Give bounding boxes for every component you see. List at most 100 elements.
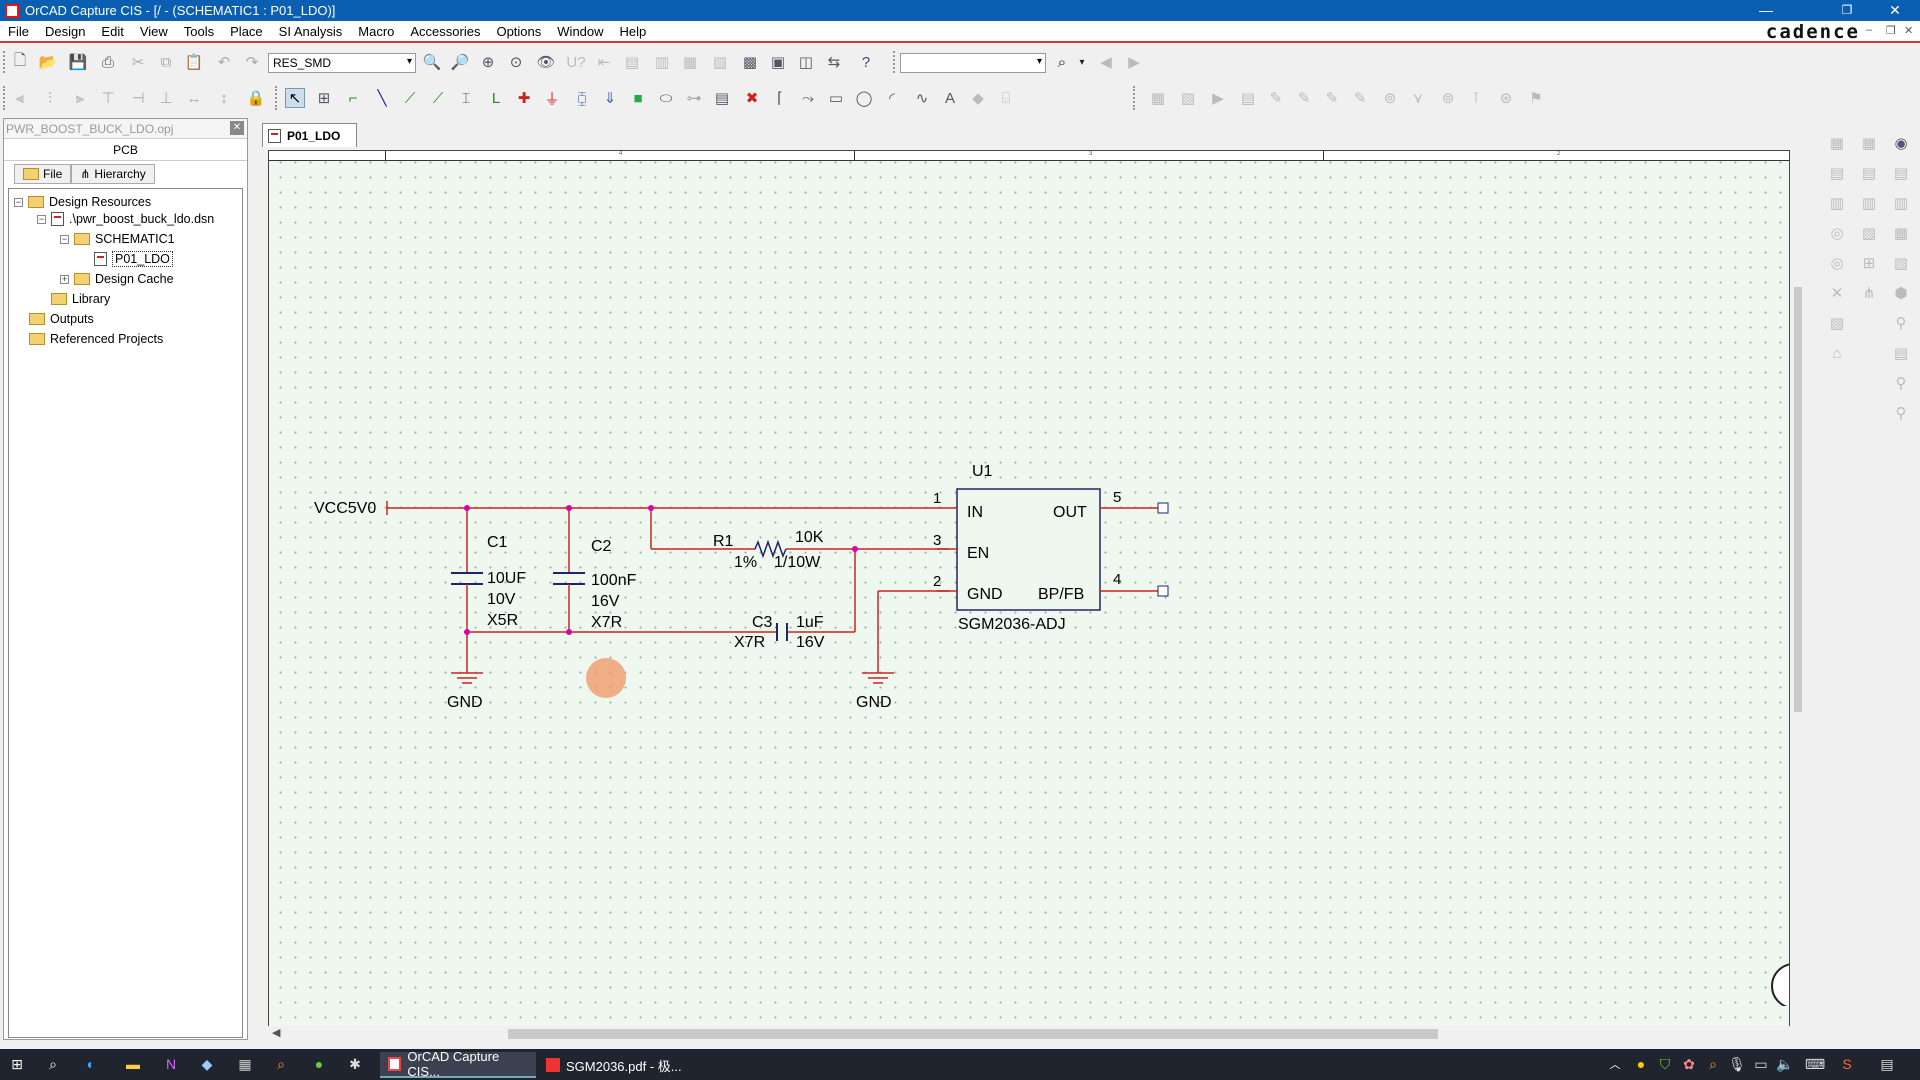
palette-tool-icon[interactable]: ⋔	[1862, 285, 1876, 302]
c3-voltage[interactable]: 16V	[796, 634, 825, 651]
gnd1-label[interactable]: GND	[447, 694, 483, 711]
place-picture-icon[interactable]: ◆	[972, 90, 984, 107]
netlist-icon[interactable]: ▥	[654, 54, 670, 71]
place-rectangle-icon[interactable]: ▭	[828, 90, 844, 107]
pspice-edit-profile-icon[interactable]: ▧	[1180, 90, 1196, 107]
palette-tool-icon[interactable]: ◎	[1830, 255, 1844, 272]
place-bus-entry-icon[interactable]: ⌶	[461, 89, 471, 107]
tree-item-dsn[interactable]: − .\pwr_boost_buck_ldo.dsn	[37, 210, 214, 228]
tree-item-outputs[interactable]: Outputs	[29, 310, 94, 328]
print-icon[interactable]: ⎙	[101, 53, 114, 71]
calculator-icon[interactable]: ▦	[238, 1055, 252, 1072]
tree-item-p01-ldo[interactable]: P01_LDO	[94, 250, 173, 268]
close-button[interactable]: ✕	[1889, 2, 1901, 18]
bias-voltage-icon[interactable]: ⊚	[1383, 90, 1397, 107]
c1-ref[interactable]: C1	[487, 534, 508, 551]
mdi-restore-icon[interactable]: ❐	[1886, 25, 1896, 37]
place-text-box-icon[interactable]: A	[944, 89, 955, 107]
gnd2-label[interactable]: GND	[856, 694, 892, 711]
mdi-minimize-icon[interactable]: –	[1866, 24, 1873, 36]
scroll-left-icon[interactable]: ◀	[272, 1027, 281, 1039]
chevron-down-icon[interactable]: ▾	[1079, 56, 1085, 68]
tree-item-referenced-projects[interactable]: Referenced Projects	[29, 330, 163, 348]
bias-current-icon[interactable]: ⊚	[1441, 90, 1455, 107]
u1-ref[interactable]: U1	[972, 463, 993, 480]
snap-grid-icon[interactable]: ▩	[742, 54, 758, 71]
palette-tool-icon[interactable]: ◎	[1830, 225, 1844, 242]
tray-search-icon[interactable]: ⌕	[1709, 1055, 1717, 1072]
taskbar-app-pdf[interactable]: SGM2036.pdf - 极...	[538, 1052, 694, 1078]
palette-tool-icon[interactable]: ▤	[1893, 345, 1909, 362]
pspice-results-icon[interactable]: ▤	[1240, 90, 1256, 107]
palette-tool-icon[interactable]: ⚲	[1895, 405, 1907, 422]
r1-power[interactable]: 1/10W	[774, 554, 821, 571]
open-icon[interactable]: 📂	[38, 54, 58, 71]
c2-value[interactable]: 100nF	[591, 572, 637, 589]
u1-body[interactable]	[956, 488, 1101, 611]
palette-tool-icon[interactable]: ▦	[1861, 135, 1877, 152]
tab-pcb[interactable]: PCB	[4, 139, 247, 161]
align-left-icon[interactable]: ⫷	[15, 89, 25, 107]
menu-edit[interactable]: Edit	[101, 23, 124, 39]
horizontal-scroll-thumb[interactable]	[508, 1029, 1438, 1039]
search-icon[interactable]: ⌕	[49, 1055, 57, 1072]
place-polyline-icon[interactable]: ⤳	[801, 89, 814, 107]
tab-file[interactable]: File	[14, 164, 72, 184]
align-bottom-icon[interactable]: ⊥	[159, 90, 173, 107]
onenote-icon[interactable]: N	[165, 1056, 177, 1072]
cut-icon[interactable]: ✂	[131, 54, 145, 71]
place-net-alias-icon[interactable]: ╲	[377, 90, 387, 107]
r1-ref[interactable]: R1	[713, 533, 734, 550]
lock-icon[interactable]: 🔒	[246, 90, 266, 107]
help-icon[interactable]: ?	[861, 53, 871, 71]
place-arc-icon[interactable]: ◜	[889, 90, 895, 107]
menu-help[interactable]: Help	[619, 23, 647, 39]
distribute-horizontal-icon[interactable]: ↔	[186, 89, 202, 107]
search-tool-icon[interactable]: ⌕	[277, 1055, 285, 1072]
place-junction-icon[interactable]: ⟋	[432, 89, 444, 107]
copy-icon[interactable]: ⧉	[160, 53, 172, 71]
security-shield-icon[interactable]: ⛉	[1659, 1055, 1671, 1072]
probe-icon[interactable]: ⚑	[1529, 90, 1543, 107]
palette-tool-icon[interactable]: ▤	[1893, 165, 1909, 182]
place-hierarchical-block-icon[interactable]: ⧮	[577, 89, 587, 107]
app-icon[interactable]: ◆	[201, 1055, 213, 1072]
palette-tool-icon[interactable]: ▤	[1861, 165, 1877, 182]
pspice-run-icon[interactable]: ▶	[1212, 90, 1224, 107]
back-annotate-icon[interactable]: ⇤	[597, 54, 611, 71]
bias-toggle-icon[interactable]: ⋎	[1412, 90, 1424, 107]
c1-dielectric[interactable]: X5R	[487, 612, 518, 629]
palette-tool-icon[interactable]: ⚲	[1895, 315, 1907, 332]
place-net-label-icon[interactable]: L	[491, 89, 501, 107]
edge-browser-icon[interactable]: ◐	[86, 1056, 96, 1072]
area-select-icon[interactable]: ▣	[770, 54, 786, 71]
palette-tool-icon[interactable]: ▤	[1829, 165, 1845, 182]
settings-icon[interactable]: ✱	[349, 1055, 361, 1072]
save-icon[interactable]: 💾	[68, 54, 88, 71]
distribute-vertical-icon[interactable]: ↕	[220, 89, 228, 107]
place-power-icon[interactable]: ✚	[517, 90, 531, 107]
redo-icon[interactable]: ↷	[245, 54, 259, 71]
next-icon[interactable]: ▶	[1128, 54, 1140, 71]
mdi-close-icon[interactable]: ✕	[1904, 25, 1914, 37]
input-method-icon[interactable]: S	[1842, 1056, 1852, 1072]
place-port-icon[interactable]: ⇓	[603, 90, 617, 107]
palette-tool-icon[interactable]: ◉	[1894, 135, 1908, 152]
zoom-all-icon[interactable]: ⊙	[509, 54, 523, 71]
tree-item-design-resources[interactable]: − Design Resources	[14, 193, 151, 211]
menu-accessories[interactable]: Accessories	[410, 23, 481, 39]
menu-place[interactable]: Place	[230, 23, 263, 39]
c2-voltage[interactable]: 16V	[591, 593, 620, 610]
collapse-icon[interactable]: −	[14, 196, 23, 207]
tray-icon[interactable]: ●	[1636, 1056, 1646, 1072]
horizontal-scrollbar[interactable]: ◀	[268, 1026, 1790, 1042]
palette-tool-icon[interactable]: ⚲	[1895, 375, 1907, 392]
place-line-icon[interactable]: ⌈	[777, 90, 783, 107]
notifications-icon[interactable]: ▤	[1880, 1055, 1894, 1072]
place-off-page-icon[interactable]: ⬭	[659, 89, 673, 107]
undo-icon[interactable]: ↶	[217, 54, 231, 71]
place-pin-icon[interactable]: ■	[633, 89, 643, 107]
place-bezier-icon[interactable]: ∿	[915, 90, 929, 107]
taskbar-app-orcad[interactable]: OrCAD Capture CIS...	[380, 1049, 536, 1079]
palette-tool-icon[interactable]: ⊞	[1862, 255, 1876, 272]
